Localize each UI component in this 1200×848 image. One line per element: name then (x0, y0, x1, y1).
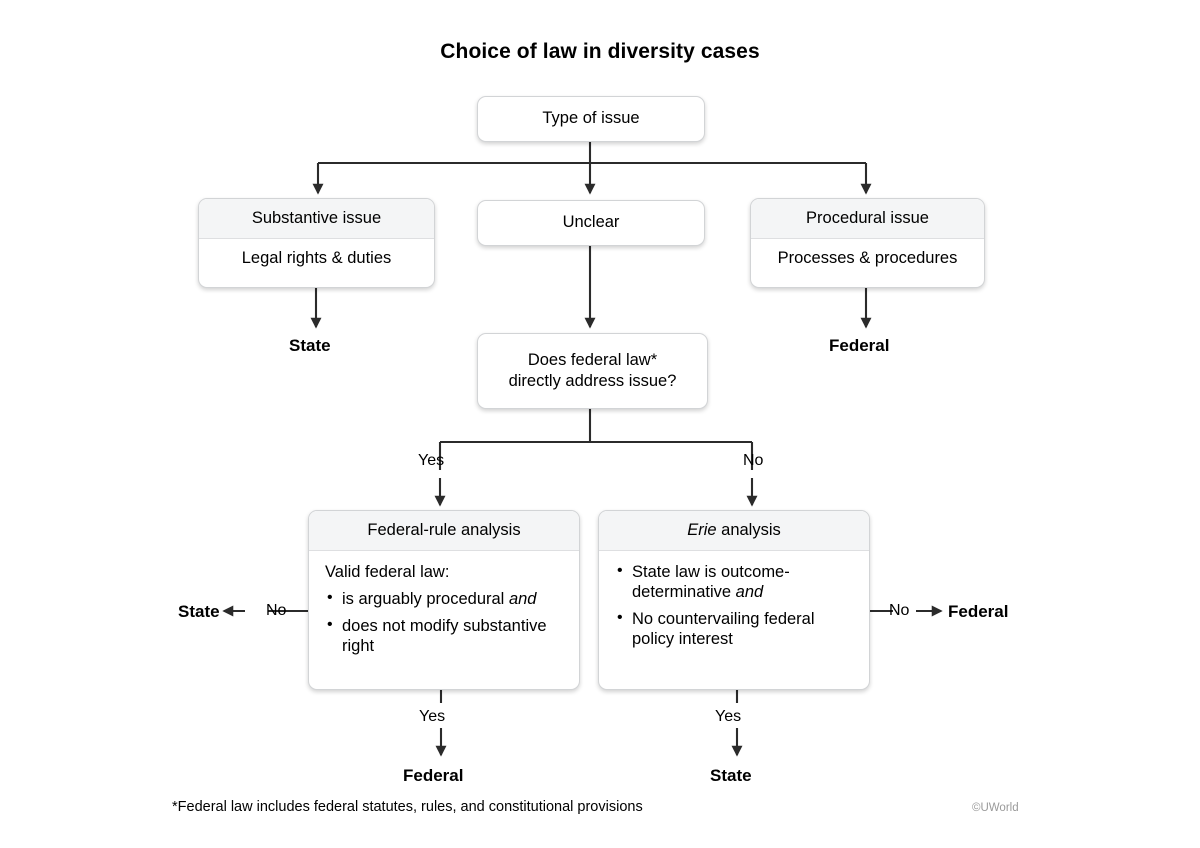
edge-label-decision-yes: Yes (418, 452, 445, 469)
node-substantive-issue-header: Substantive issue (199, 199, 434, 239)
node-unclear-label: Unclear (562, 213, 620, 232)
node-federal-rule-analysis[interactable]: Federal-rule analysis Valid federal law:… (308, 510, 580, 690)
node-type-of-issue-label: Type of issue (542, 109, 640, 128)
outcome-erie-no-federal: Federal (948, 602, 1009, 621)
bullet-emphasis: and (508, 589, 537, 608)
page-title: Choice of law in diversity cases (440, 40, 760, 63)
outcome-federal-rule-yes-federal: Federal (403, 766, 464, 785)
footnote: *Federal law includes federal statutes, … (172, 799, 643, 815)
bullet-text: does not modify substantive right (342, 616, 547, 655)
node-decision-line1: Does federal law* (527, 350, 658, 369)
node-decision-line2: directly address issue? (508, 372, 677, 390)
node-substantive-issue[interactable]: Substantive issue Legal rights & duties (198, 198, 435, 288)
erie-header-emphasis: Erie (687, 521, 717, 539)
node-procedural-issue-body: Processes & procedures (777, 248, 958, 267)
bullet-text: is arguably procedural (342, 589, 509, 608)
node-substantive-issue-body: Legal rights & duties (241, 248, 392, 267)
node-unclear[interactable]: Unclear (477, 200, 705, 246)
node-erie-analysis[interactable]: Erie analysis State law is outcome-deter… (598, 510, 870, 690)
list-item: does not modify substantive right (325, 615, 565, 656)
edge-label-erie-yes: Yes (715, 708, 742, 725)
node-procedural-issue-header: Procedural issue (751, 199, 984, 239)
node-decision-federal-law[interactable]: Does federal law* directly address issue… (477, 333, 708, 409)
edge-label-erie-no: No (889, 602, 910, 619)
outcome-substantive-state: State (289, 336, 331, 355)
outcome-erie-yes-state: State (710, 766, 752, 785)
bullet-emphasis: and (735, 582, 764, 601)
list-item: No countervailing federal policy interes… (615, 608, 855, 649)
edge-label-federal-rule-yes: Yes (419, 708, 446, 725)
watermark: ©UWorld (972, 802, 1019, 814)
federal-rule-bullet-list: is arguably procedural and does not modi… (325, 588, 565, 656)
erie-bullet-list: State law is outcome-determinative and N… (615, 561, 855, 650)
edge-label-federal-rule-no: No (266, 602, 287, 619)
outcome-procedural-federal: Federal (829, 336, 890, 355)
node-federal-rule-analysis-header: Federal-rule analysis (309, 511, 579, 551)
erie-header-rest: analysis (716, 521, 781, 539)
bullet-text: No countervailing federal policy interes… (632, 609, 815, 648)
bullet-text: State law is outcome-determinative (632, 562, 790, 601)
outcome-federal-rule-no-state: State (178, 602, 220, 621)
list-item: State law is outcome-determinative and (615, 561, 855, 602)
node-procedural-issue[interactable]: Procedural issue Processes & procedures (750, 198, 985, 288)
list-item: is arguably procedural and (325, 588, 565, 609)
node-type-of-issue[interactable]: Type of issue (477, 96, 705, 142)
federal-rule-lead: Valid federal law: (325, 562, 450, 581)
node-erie-analysis-header: Erie analysis (599, 511, 869, 551)
edge-label-decision-no: No (743, 452, 764, 469)
